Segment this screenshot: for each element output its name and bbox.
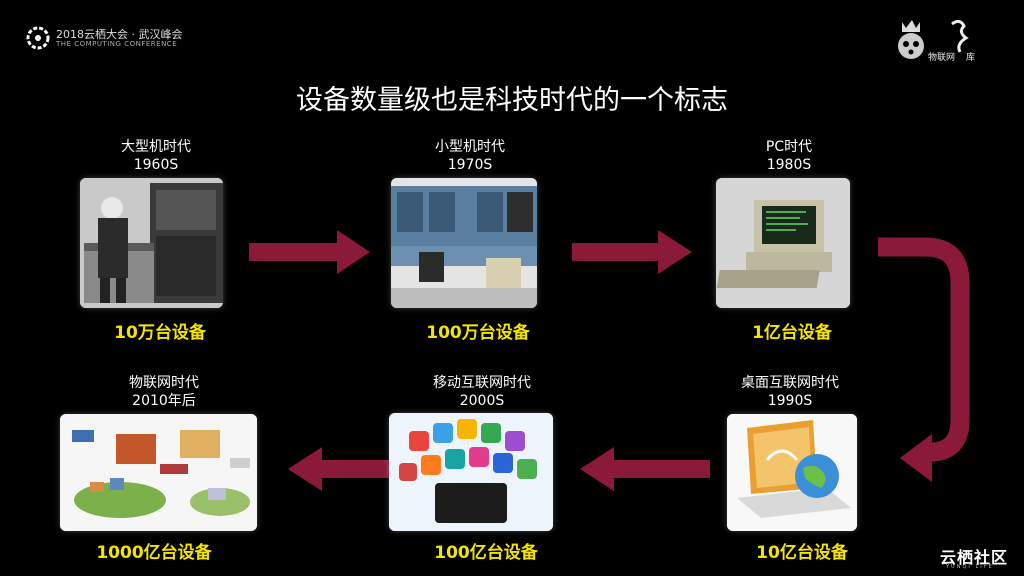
conference-name: 2018云栖大会 · 武汉峰会 [56,28,183,41]
era-year: 2000S [459,393,505,409]
iot-library-logo-icon [898,19,969,59]
partner-text-b: 库 [966,53,976,63]
iot-image [60,414,257,531]
era-year: 2010年后 [132,393,196,409]
device-count: 100万台设备 [426,323,530,343]
era-label-minicomputer: 小型机时代 1970S [370,138,570,174]
era-label-pc: PC时代 1980S [689,138,889,174]
era-label-mobile-internet: 移动互联网时代 2000S [382,374,582,410]
watermark: 云栖社区 [940,548,1009,567]
conference-name-en: THE COMPUTING CONFERENCE [56,40,178,48]
mainframe-image [80,178,223,308]
era-label-mainframe: 大型机时代 1960S [56,138,256,174]
device-count: 10万台设备 [114,323,206,343]
pc-image [716,178,850,308]
era-name: 桌面互联网时代 [741,375,839,391]
watermark-sub: YUNQI LIFE [946,564,994,570]
era-year: 1980S [766,157,812,173]
era-name: PC时代 [765,139,813,155]
era-name: 大型机时代 [121,139,191,155]
mobile-internet-image [389,413,553,531]
device-count: 1000亿台设备 [96,543,212,563]
era-year: 1970S [447,157,493,173]
partner-text-a: 物联网 [928,53,956,63]
era-year: 1990S [767,393,813,409]
device-count: 100亿台设备 [434,543,538,563]
era-label-desktop-internet: 桌面互联网时代 1990S [690,374,890,410]
era-name: 移动互联网时代 [433,375,531,391]
minicomputer-image [391,178,537,308]
page-title: 设备数量级也是科技时代的一个标志 [296,85,728,116]
era-name: 物联网时代 [129,375,199,391]
era-name: 小型机时代 [435,139,505,155]
era-label-iot: 物联网时代 2010年后 [64,374,264,410]
era-year: 1960S [133,157,179,173]
device-count: 1亿台设备 [752,323,832,343]
desktop-internet-image [727,414,857,531]
conference-logo-icon [26,26,50,50]
device-count: 10亿台设备 [756,543,848,563]
